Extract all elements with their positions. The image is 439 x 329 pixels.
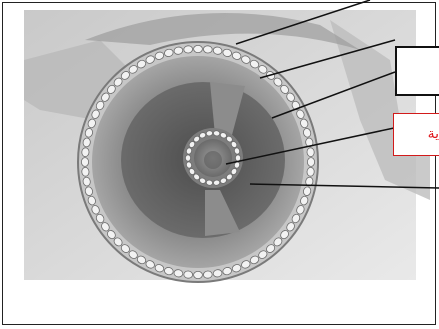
label-box-4: ية [393, 113, 439, 156]
pericycle-cell [206, 130, 213, 136]
epidermis-cell [184, 45, 193, 53]
epidermis-cell [184, 271, 193, 279]
pericycle-cell [213, 130, 220, 136]
epidermis-cell [81, 167, 89, 176]
epidermis-cell [203, 45, 212, 53]
epidermis-cell [307, 158, 314, 167]
pericycle-cell [235, 155, 240, 161]
epidermis-cell [81, 148, 89, 157]
epidermis-cell [81, 158, 88, 167]
pericycle-cell [213, 180, 220, 186]
epidermis-cell [203, 271, 212, 279]
central-core-center [204, 151, 222, 169]
label-4-text: ية [428, 126, 439, 142]
pericycle-cell [206, 180, 213, 186]
epidermis-cell [307, 167, 315, 176]
label-box-2 [395, 46, 439, 96]
epidermis-cell [194, 45, 203, 52]
epidermis-cell [307, 148, 315, 157]
pericycle-cell [185, 155, 190, 161]
epidermis-cell [194, 271, 203, 278]
